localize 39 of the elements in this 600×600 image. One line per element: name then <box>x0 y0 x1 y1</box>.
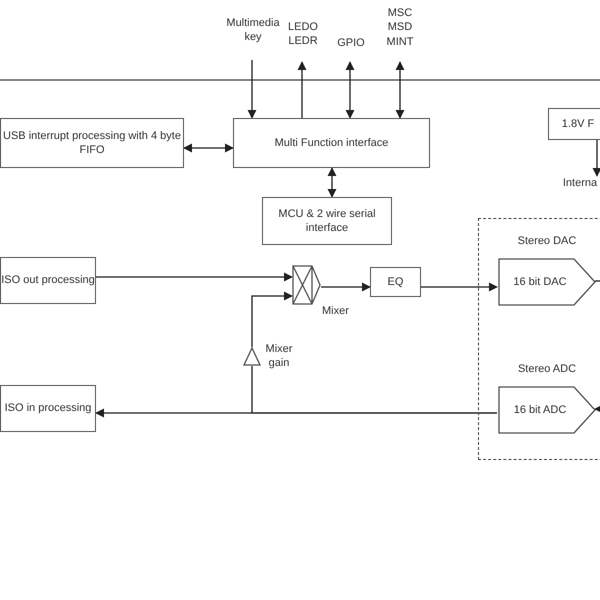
arrow <box>592 140 600 177</box>
process-box <box>233 118 430 168</box>
process-box <box>0 257 96 304</box>
signal-label: Interna <box>560 176 600 192</box>
arrow <box>594 404 600 414</box>
box-label: ISO in processing <box>4 401 92 416</box>
arrow <box>321 282 371 292</box>
box-label: Multi Function interface <box>274 136 388 150</box>
block-caption: Mixer <box>322 305 349 319</box>
box-label: ISO out processing <box>1 273 95 288</box>
signal-label: Multimedia key <box>222 16 284 48</box>
block-label: 16 bit ADC <box>514 402 568 418</box>
arrow <box>395 61 405 119</box>
arrow <box>251 291 293 347</box>
box-label: MCU & 2 wire serial interface <box>277 206 377 236</box>
box-label: EQ <box>388 274 404 290</box>
block-label: 16 bit DAC <box>513 274 568 290</box>
arrow <box>297 61 307 118</box>
signal-label: LEDO LEDR <box>285 20 321 50</box>
block-heading: Stereo DAC <box>516 234 578 248</box>
process-box <box>548 108 600 140</box>
arrow <box>345 61 355 119</box>
signal-label: MSC MSD MINT <box>380 6 420 56</box>
arrow <box>183 143 234 153</box>
process-box <box>0 385 96 432</box>
signal-label: GPIO <box>332 36 370 52</box>
arrow <box>247 60 257 119</box>
arrow <box>96 272 293 282</box>
dashed-group-frame <box>478 218 600 460</box>
process-box <box>0 118 184 168</box>
process-box <box>370 267 421 297</box>
signal-line <box>251 366 497 414</box>
block-caption: Mixer gain <box>264 343 294 370</box>
box-label: USB interrupt processing with 4 byte FIFO <box>2 128 182 158</box>
arrow <box>327 167 337 198</box>
box-label: 1.8V F <box>562 116 594 132</box>
block-heading: Stereo ADC <box>516 362 578 376</box>
arrow <box>421 282 498 292</box>
process-box <box>262 197 392 245</box>
